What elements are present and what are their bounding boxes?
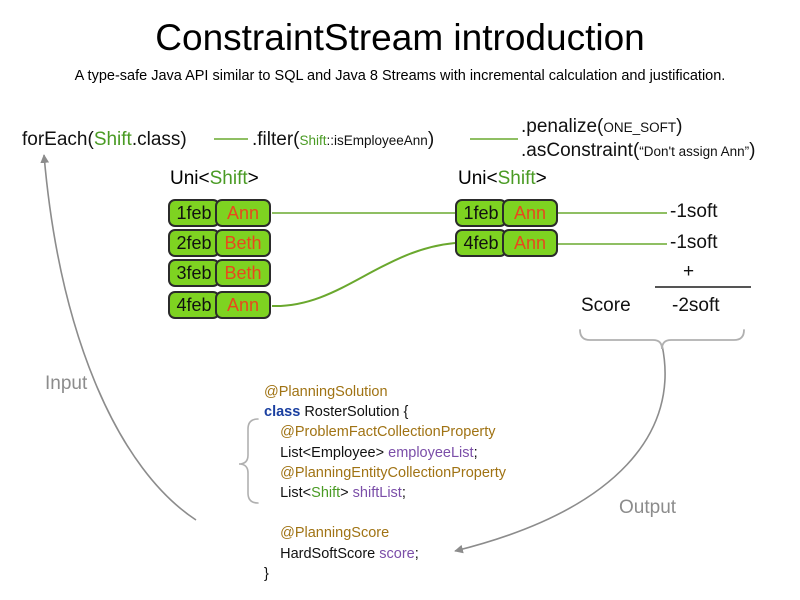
- tuple-date-cell: 3feb: [168, 259, 220, 287]
- filter-ref-type-text: Shift: [299, 133, 327, 148]
- score-variable: score: [379, 545, 415, 562]
- code-brace: [238, 418, 259, 504]
- uni-left-suffix: >: [247, 168, 259, 189]
- foreach-tail-text: .class): [131, 129, 187, 150]
- code-line-class-declaration: class RosterSolution {: [264, 402, 506, 422]
- score-total-value: -2soft: [672, 295, 720, 316]
- page-title: ConstraintStream introduction: [155, 17, 645, 58]
- uni-left-type: Shift: [209, 168, 248, 189]
- score-type-text: HardSoftScore: [264, 545, 380, 562]
- input-label: Input: [45, 373, 88, 394]
- tuple-link-1feb: [272, 212, 457, 214]
- page-subtitle: A type-safe Java API similar to SQL and …: [74, 68, 726, 84]
- output-arrow: [454, 344, 666, 554]
- asconstraint-arg-text: “Don't assign Ann”: [639, 144, 750, 159]
- shift-list-pre-text: List<: [264, 485, 312, 502]
- code-line-problem-fact-annotation: @ProblemFactCollectionProperty: [264, 424, 496, 441]
- output-label: Output: [619, 497, 677, 518]
- code-line-employee-list: List<Employee> employeeList;: [264, 443, 506, 463]
- tuple-employee-cell: Ann: [502, 229, 558, 257]
- penalize-call-text: .penalize(: [521, 116, 604, 137]
- pipeline-filter-expression: .filter(Shift::isEmployeeAnn): [252, 128, 434, 153]
- pipeline-asconstraint-expression: .asConstraint(“Don't assign Ann”): [521, 139, 756, 164]
- employee-list-semicolon: ;: [473, 444, 478, 461]
- penalize-arg-text: ONE_SOFT: [603, 120, 677, 135]
- score-link-2: [557, 243, 667, 245]
- foreach-type-text: Shift: [93, 129, 132, 150]
- shift-list-mid-text: >: [340, 485, 353, 502]
- tuple-employee-cell: Ann: [215, 199, 271, 227]
- stream-label-right: Uni<Shift>: [458, 167, 547, 190]
- tuple-date-cell: 4feb: [168, 291, 220, 319]
- score-link-1: [557, 212, 667, 214]
- code-line-planning-score-annotation: @PlanningScore: [264, 525, 390, 542]
- pipeline-line-filter-penalize: [470, 138, 518, 140]
- code-line-planning-solution: @PlanningSolution: [264, 384, 388, 400]
- tuple-employee-cell: Ann: [215, 291, 271, 319]
- tuple-date-cell: 4feb: [455, 229, 507, 257]
- tuple-row: 1feb Ann: [455, 199, 558, 227]
- code-line-score-field: HardSoftScore score;: [264, 544, 506, 564]
- code-blank-line: [264, 503, 506, 523]
- tuple-link-curve: [271, 242, 456, 308]
- class-name-text: RosterSolution {: [300, 404, 409, 421]
- code-line-shift-list: List<Shift> shiftList;: [264, 483, 506, 503]
- foreach-call-text: forEach(: [22, 129, 94, 150]
- sum-divider: [655, 286, 751, 288]
- asconstraint-tail-text: ): [749, 140, 756, 161]
- score-semicolon: ;: [414, 545, 419, 562]
- penalty-value: -1soft: [670, 201, 718, 222]
- pipeline-foreach-expression: forEach(Shift.class): [22, 128, 187, 152]
- tuple-row: 4feb Ann: [455, 229, 558, 257]
- penalize-tail-text: ): [676, 116, 683, 137]
- uni-right-prefix: Uni<: [458, 168, 498, 189]
- pipeline-penalize-expression: .penalize(ONE_SOFT): [521, 115, 682, 140]
- employee-list-type-text: List<Employee>: [264, 444, 389, 461]
- asconstraint-call-text: .asConstraint(: [521, 140, 640, 161]
- tuple-row: 4feb Ann: [168, 291, 271, 319]
- tuple-date-cell: 2feb: [168, 229, 220, 257]
- code-line-planning-entity-annotation: @PlanningEntityCollectionProperty: [264, 464, 507, 481]
- tuple-employee-cell: Beth: [215, 259, 271, 287]
- code-line-closing-brace: }: [264, 565, 269, 582]
- score-label: Score: [581, 295, 631, 316]
- score-brace: [579, 329, 745, 350]
- shift-list-type-text: Shift: [311, 485, 341, 502]
- filter-ref-rest-text: ::isEmployeeAnn: [326, 133, 428, 148]
- tuple-date-cell: 1feb: [455, 199, 507, 227]
- uni-left-prefix: Uni<: [170, 168, 210, 189]
- shift-list-semicolon: ;: [401, 485, 406, 502]
- filter-call-text: .filter(: [252, 129, 300, 150]
- tuple-row: 3feb Beth: [168, 259, 271, 287]
- tuple-employee-cell: Beth: [215, 229, 271, 257]
- stream-label-left: Uni<Shift>: [170, 167, 259, 190]
- filter-tail-text: ): [427, 129, 435, 150]
- shift-list-variable: shiftList: [352, 485, 402, 502]
- sum-operator: +: [683, 261, 695, 282]
- pipeline-line-foreach-filter: [214, 138, 248, 140]
- uni-right-suffix: >: [535, 168, 547, 189]
- penalty-value: -1soft: [670, 232, 718, 253]
- tuple-row: 2feb Beth: [168, 229, 271, 257]
- tuple-date-cell: 1feb: [168, 199, 220, 227]
- input-arrow: [40, 154, 197, 521]
- uni-right-type: Shift: [497, 168, 536, 189]
- tuple-row: 1feb Ann: [168, 199, 271, 227]
- keyword-class: class: [264, 404, 301, 421]
- tuple-employee-cell: Ann: [502, 199, 558, 227]
- employee-list-variable: employeeList: [388, 444, 474, 461]
